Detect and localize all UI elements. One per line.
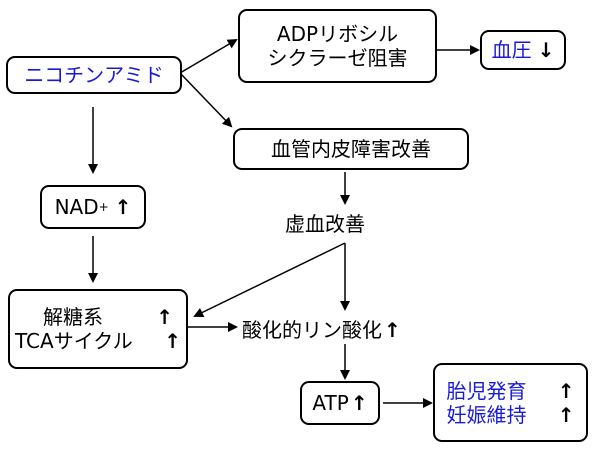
node-glycolysis-line1: 解糖系 ↑ <box>23 305 173 329</box>
up-arrow-icon: ↑ <box>114 195 132 219</box>
up-arrow-icon: ↑ <box>557 378 575 403</box>
node-atp-label: ATP <box>312 391 349 415</box>
node-outcomes: 胎児発育 ↑ 妊娠維持 ↑ <box>433 363 588 442</box>
node-tca-line2: TCAサイクル ↑ <box>15 329 181 353</box>
node-adp-inhibitor-line2: シクラーゼ阻害 <box>267 46 408 70</box>
node-endothelial: 血管内皮障害改善 <box>233 128 469 170</box>
node-outcomes-line2: 妊娠維持 ↑ <box>447 403 575 427</box>
node-nad-sup: + <box>98 199 109 214</box>
node-endothelial-label: 血管内皮障害改善 <box>271 137 431 161</box>
node-adp-inhibitor-line1: ADPリボシル <box>276 22 399 46</box>
node-nicotinamide-label: ニコチンアミド <box>24 63 164 87</box>
up-arrow-icon: ↑ <box>557 402 575 427</box>
node-fetal-growth-label: 胎児発育 <box>446 378 527 403</box>
up-arrow-icon: ↑ <box>384 318 401 342</box>
edge-nicotinamide-to-adp-inhibitor <box>179 38 238 74</box>
up-arrow-icon: ↑ <box>164 329 181 353</box>
node-oxphos-label: 酸化的リン酸化 <box>242 318 382 342</box>
node-blood-pressure: 血圧 ↓ <box>480 30 566 70</box>
up-arrow-icon: ↑ <box>156 305 173 329</box>
up-arrow-icon: ↑ <box>350 391 368 415</box>
edge-nicotinamide-to-endothelial <box>179 72 233 128</box>
edge-ischemia-to-glycolysis <box>193 242 346 317</box>
node-nicotinamide: ニコチンアミド <box>6 56 182 94</box>
node-atp: ATP ↑ <box>300 381 380 425</box>
node-nad-label: NAD <box>54 195 99 219</box>
node-adp-inhibitor: ADPリボシル シクラーゼ阻害 <box>238 9 437 83</box>
node-oxphos: 酸化的リン酸化↑ <box>242 314 401 343</box>
node-ischemia-label: 虚血改善 <box>285 212 365 236</box>
node-tca-label: TCAサイクル <box>15 329 133 353</box>
node-blood-pressure-label: 血圧 <box>491 38 532 62</box>
node-glycolysis-tca: 解糖系 ↑ TCAサイクル ↑ <box>8 289 188 369</box>
node-outcomes-line1: 胎児発育 ↑ <box>447 379 575 403</box>
down-arrow-icon: ↓ <box>537 38 555 62</box>
node-nad: NAD+ ↑ <box>40 185 146 229</box>
node-ischemia: 虚血改善 <box>285 208 365 237</box>
node-pregnancy-maintenance-label: 妊娠維持 <box>446 402 527 427</box>
node-glycolysis-label: 解糖系 <box>43 305 103 329</box>
